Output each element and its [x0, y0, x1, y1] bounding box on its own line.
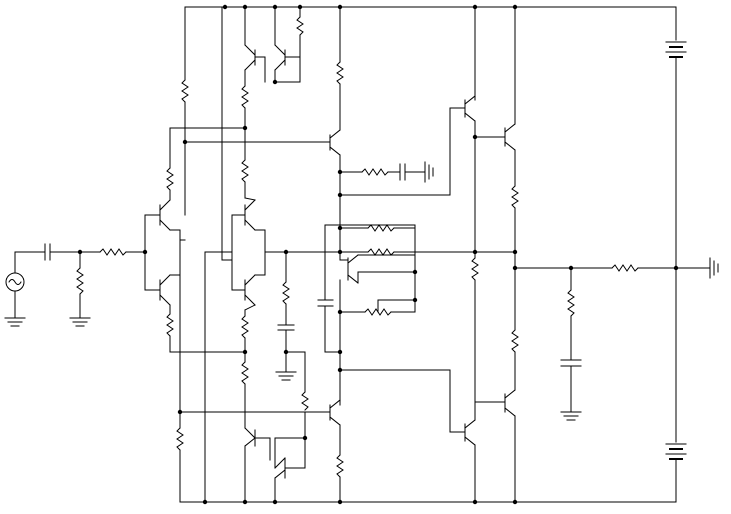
output-stage: [464, 6, 519, 503]
input-pair-left: [144, 127, 246, 353]
battery-bottom-icon: [665, 443, 687, 460]
battery-top-icon: [665, 41, 687, 58]
zobel-network: [560, 267, 582, 421]
bottom-current-mirror: [241, 351, 306, 503]
output-ground-icon: [709, 257, 719, 279]
ac-source-icon: [4, 251, 26, 327]
driver-column: [317, 6, 516, 503]
bias-wires: [176, 6, 331, 503]
output-node: [514, 264, 711, 272]
input-coupling: [14, 243, 146, 327]
top-current-mirror: [241, 6, 304, 129]
junctions: [77, 4, 679, 505]
input-pair-right: [231, 127, 341, 353]
